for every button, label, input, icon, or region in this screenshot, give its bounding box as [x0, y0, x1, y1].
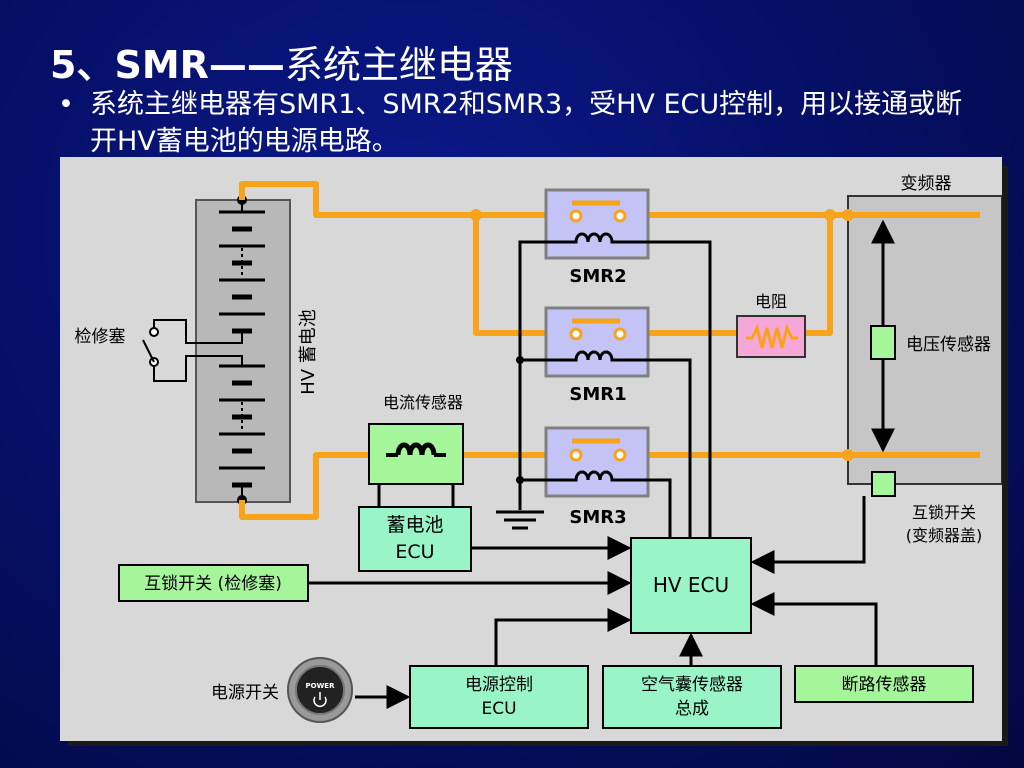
current-sensor: 电流传感器: [368, 393, 464, 485]
wire-dashes: [955, 212, 977, 458]
bullet-point: • 系统主继电器有SMR1、SMR2和SMR3，受HV ECU控制，用以接通或断…: [58, 86, 988, 160]
interlock-service-plug-box: 互锁开关 (检修塞): [118, 564, 309, 602]
power-button-text: POWER: [306, 682, 336, 690]
hv-battery: HV 蓄电池: [195, 195, 319, 505]
bullet-dot: •: [58, 89, 74, 120]
title-prefix: SMR: [114, 43, 209, 87]
power-button-icon[interactable]: POWER: [287, 657, 353, 723]
smr3-label: SMR3: [569, 507, 626, 528]
hv-battery-label: HV 蓄电池: [298, 309, 319, 395]
resistor: 电阻: [736, 292, 806, 358]
title-text: 系统主继电器: [284, 43, 513, 87]
airbag-sensor-label-2: 总成: [675, 699, 709, 719]
smr1-relay: SMR1: [544, 306, 650, 405]
power-switch-label: 电源开关: [211, 683, 279, 703]
inverter-interlock-label-1: 互锁开关: [912, 503, 976, 522]
resistor-label: 电阻: [755, 292, 787, 311]
signal-arrows: [308, 496, 878, 709]
battery-ecu: 蓄电池 ECU: [358, 506, 472, 572]
hv-ecu-label: HV ECU: [653, 573, 729, 597]
inverter-interlock-label-2: (变频器盖): [906, 526, 983, 545]
bullet-text: 系统主继电器有SMR1、SMR2和SMR3，受HV ECU控制，用以接通或断开H…: [90, 89, 963, 157]
service-plug: [142, 319, 243, 382]
coil-control-lines: [518, 240, 712, 538]
hv-wires: [239, 181, 980, 520]
title-dash: ——: [208, 43, 285, 87]
battery-ecu-label-1: 蓄电池: [386, 514, 443, 536]
smr2-label: SMR2: [569, 266, 626, 287]
smr-circuit-diagram: 变频器 HV 蓄电池: [60, 157, 1002, 741]
voltage-sensor-label: 电压传感器: [906, 335, 991, 355]
power-ecu: 电源控制 ECU: [409, 665, 589, 729]
inverter-interlock-switch: 互锁开关 (变频器盖): [871, 471, 983, 545]
airbag-sensor-label-1: 空气囊传感器: [641, 675, 743, 695]
power-ecu-label-1: 电源控制: [465, 675, 533, 695]
circuit-breaker-label: 断路传感器: [842, 675, 927, 695]
airbag-sensor-assembly: 空气囊传感器 总成: [602, 665, 782, 729]
service-plug-label: 检修塞: [75, 327, 126, 347]
wire-junctions: [470, 209, 854, 461]
smr1-label: SMR1: [569, 384, 626, 405]
battery-ecu-label-2: ECU: [395, 541, 434, 563]
hv-ecu: HV ECU: [630, 537, 752, 634]
smr2-relay: SMR2: [544, 188, 650, 287]
inverter-label: 变频器: [901, 174, 952, 194]
voltage-sensor: 电压传感器: [870, 219, 991, 453]
title-number: 5、: [50, 43, 115, 87]
smr3-relay: SMR3: [544, 426, 650, 528]
power-ecu-label-2: ECU: [481, 699, 516, 719]
current-sensor-leads: [377, 484, 455, 507]
coil-junctions: [516, 356, 524, 484]
circuit-breaker-sensor: 断路传感器: [794, 665, 974, 703]
ground-icon: [496, 510, 544, 530]
interlock-service-plug-label: 互锁开关 (检修塞): [144, 574, 282, 594]
slide-title: 5、SMR——系统主继电器: [50, 34, 513, 89]
current-sensor-label: 电流传感器: [383, 393, 463, 412]
